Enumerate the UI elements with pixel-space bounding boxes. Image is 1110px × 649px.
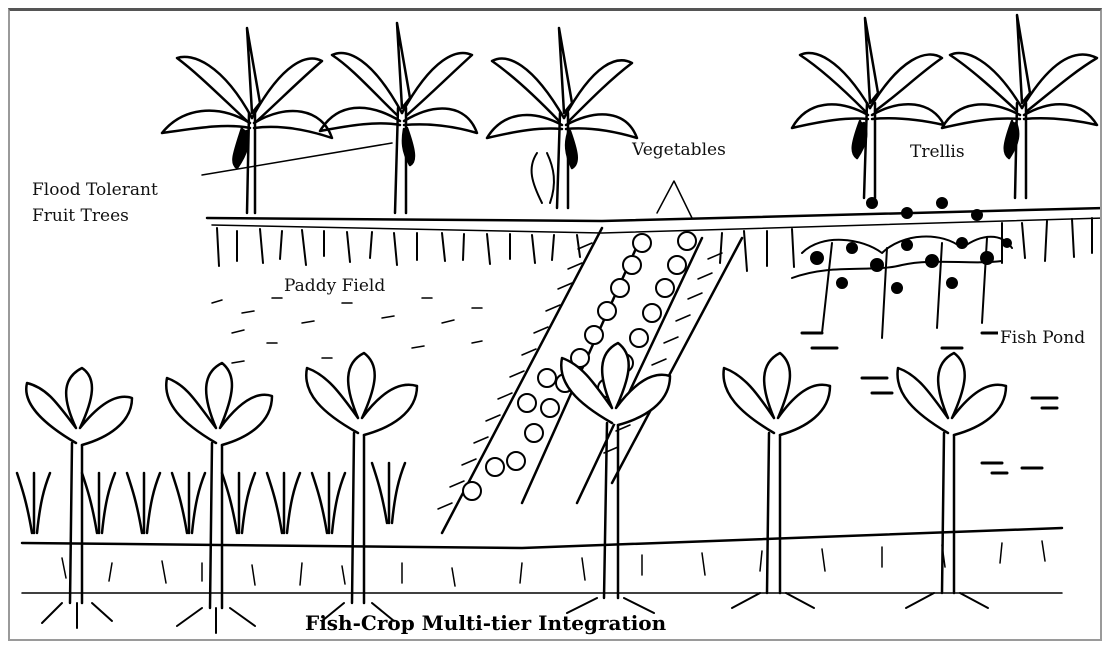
- illustration-frame: Flood Tolerant Fruit Trees Vegetables Tr…: [8, 8, 1102, 641]
- illustration-title: Fish-Crop Multi-tier Integration: [305, 611, 666, 635]
- fruit-tree-1: [162, 28, 332, 213]
- fruit-tree-3: [487, 28, 637, 208]
- label-vegetables: Vegetables: [632, 139, 726, 161]
- fruit-tree-2: [320, 23, 477, 213]
- trellis-vines: [792, 198, 1012, 338]
- fruit-tree-4: [792, 18, 944, 198]
- label-flood-tolerant-line2: Fruit Trees: [32, 205, 158, 227]
- paddy-field-marks: [212, 298, 482, 363]
- fruit-trees-pointer: [202, 143, 392, 175]
- farm-illustration: [10, 11, 1102, 641]
- vegetables-pointer: [657, 181, 692, 218]
- lower-bund: [22, 528, 1062, 593]
- label-flood-tolerant-fruit-trees: Flood Tolerant Fruit Trees: [32, 179, 158, 227]
- papaya-tree-6: [897, 353, 1006, 608]
- papaya-tree-3: [306, 353, 417, 621]
- label-trellis: Trellis: [910, 141, 965, 163]
- papaya-tree-5: [723, 353, 830, 608]
- fruit-tree-5: [942, 15, 1097, 198]
- label-flood-tolerant-line1: Flood Tolerant: [32, 179, 158, 201]
- label-fish-pond: Fish Pond: [998, 327, 1087, 349]
- label-paddy-field: Paddy Field: [282, 275, 387, 297]
